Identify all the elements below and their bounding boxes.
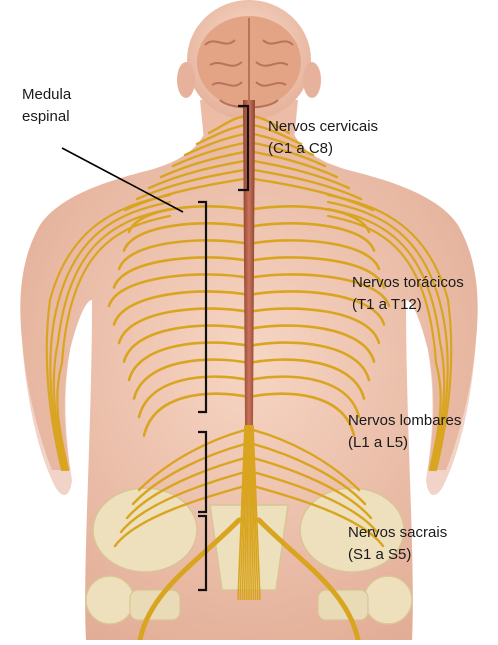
label-spinal-cord-line1: Medula	[22, 86, 72, 103]
thoracic-nerve-left	[127, 205, 251, 234]
thoracic-nerve-right	[247, 392, 356, 437]
thoracic-nerve-left	[122, 324, 251, 363]
sacral-bracket	[198, 514, 208, 592]
label-sacral: Nervos sacrais (S1 a S5)	[348, 522, 447, 566]
arm-nerve-right	[326, 207, 446, 472]
cauda-equina-strand	[250, 424, 257, 601]
thoracic-nerve-left	[127, 341, 251, 382]
thoracic-nerve-right	[247, 222, 376, 252]
arm-nerve-left	[52, 207, 172, 472]
spinal-cord	[243, 100, 255, 431]
thoracic-nerve-right	[247, 239, 381, 271]
cauda-equina-strand	[252, 424, 261, 601]
cauda-equina-strand	[249, 424, 252, 601]
cauda-equina-strand	[249, 424, 255, 601]
lumbar-nerve-left	[119, 470, 247, 534]
label-cervical-name: Nervos cervicais	[268, 118, 379, 135]
label-lumbar-name: Nervos lombares	[348, 412, 462, 429]
thoracic-nerve-right	[247, 256, 386, 289]
sciatic-nerve-right	[256, 517, 361, 643]
lumbar-nerve-right	[251, 428, 361, 492]
thoracic-nerve-left	[112, 290, 251, 326]
cervical-nerve-left	[135, 167, 251, 201]
arm-nerve-left	[45, 193, 172, 472]
label-thoracic-range: (T1 a T12)	[352, 296, 422, 313]
label-lumbar-range: (L1 a L5)	[348, 434, 409, 451]
label-sacral-range: (S1 a S5)	[348, 546, 412, 563]
label-sacral-name: Nervos sacrais	[348, 524, 448, 541]
label-cervical-range: (C1 a C8)	[268, 140, 334, 157]
spinal-cord-pointer	[61, 147, 184, 213]
arm-nerve-right	[326, 193, 453, 472]
cervical-bracket	[238, 104, 250, 192]
thoracic-nerve-right	[247, 375, 361, 419]
lumbar-nerve-left	[125, 456, 247, 520]
label-cervical: Nervos cervicais (C1 a C8)	[268, 116, 378, 160]
cauda-equina-strand	[237, 424, 246, 601]
cauda-equina	[237, 424, 261, 601]
thoracic-nerve-left	[132, 358, 251, 400]
spinal-nerves	[45, 113, 453, 643]
thoracic-nerve-left	[142, 392, 251, 437]
thoracic-nerve-left	[107, 273, 251, 308]
thoracic-nerve-left	[112, 256, 251, 289]
label-thoracic-name: Nervos torácicos	[352, 274, 464, 291]
thoracic-nerve-right	[247, 290, 386, 326]
cervical-nerve-left	[171, 140, 251, 168]
lumbar-nerve-right	[251, 470, 379, 534]
thoracic-nerve-right	[247, 205, 371, 234]
lumbar-nerve-right	[251, 442, 367, 506]
label-spinal-cord: Medula espinal	[22, 84, 71, 128]
cervical-nerve-right	[247, 158, 351, 190]
thoracic-nerve-right	[247, 341, 371, 382]
thoracic-nerve-left	[117, 307, 251, 345]
thoracic-nerve-left	[137, 375, 251, 419]
lumbar-nerve-left	[131, 442, 247, 506]
label-thoracic: Nervos torácicos (T1 a T12)	[352, 272, 464, 316]
cauda-equina-strand	[243, 424, 249, 601]
cervical-nerve-right	[247, 167, 363, 201]
lumbar-nerve-left	[113, 484, 247, 548]
thoracic-nerve-right	[247, 324, 376, 363]
cauda-equina-strand	[246, 424, 249, 601]
lumbar-bracket	[198, 430, 208, 514]
label-spinal-cord-line2: espinal	[22, 108, 70, 125]
lumbar-nerve-right	[251, 456, 373, 520]
arm-nerve-left	[49, 200, 172, 472]
region-brackets	[198, 104, 250, 592]
thoracic-nerve-right	[247, 307, 381, 345]
cervical-nerve-left	[147, 158, 251, 190]
lumbar-nerve-right	[251, 484, 385, 548]
arm-nerve-right	[326, 200, 449, 472]
cervical-nerve-right	[247, 149, 339, 179]
sciatic-nerve-left	[137, 517, 242, 643]
cauda-equina-strand	[251, 424, 259, 601]
lumbar-nerve-left	[137, 428, 247, 492]
cervical-nerve-right	[247, 140, 327, 168]
thoracic-nerve-left	[117, 239, 251, 271]
cauda-equina-strand	[241, 424, 248, 601]
thoracic-nerve-right	[247, 273, 391, 308]
thoracic-bracket	[198, 200, 208, 414]
cervical-nerve-left	[159, 149, 251, 179]
thoracic-nerve-left	[122, 222, 251, 252]
brain	[197, 16, 301, 109]
label-lumbar: Nervos lombares (L1 a L5)	[348, 410, 461, 454]
cauda-equina-strand	[239, 424, 247, 601]
thoracic-nerve-right	[247, 358, 366, 400]
